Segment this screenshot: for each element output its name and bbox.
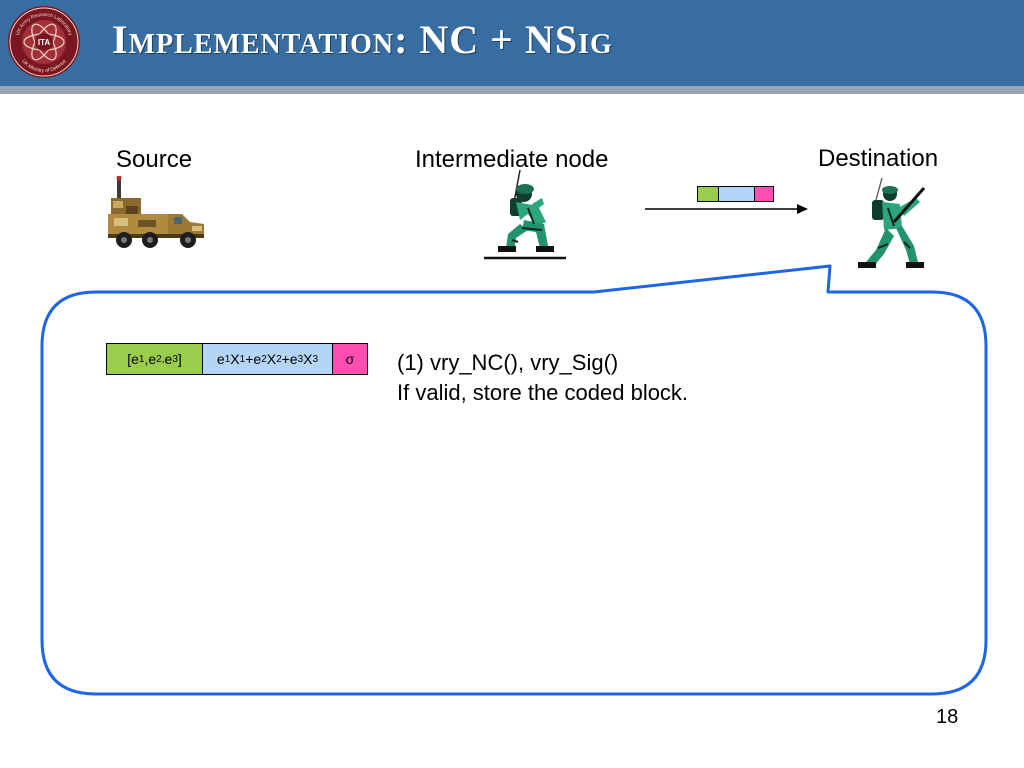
payload-e3: +e xyxy=(281,351,298,367)
arrow-right-icon xyxy=(645,204,808,214)
coeff-suffix: ] xyxy=(177,351,182,367)
source-label: Source xyxy=(116,146,193,173)
payload-sub-e2: 2 xyxy=(261,353,267,365)
payload-sub-e3: 3 xyxy=(297,353,304,365)
payload-sub-x2: 2 xyxy=(276,353,282,365)
payload-sub-x1: 1 xyxy=(239,353,246,365)
title-bar-shadow xyxy=(0,86,1024,94)
packet-payload-segment xyxy=(719,187,755,201)
ita-logo-icon: UK Army Research Laboratory UK Ministry … xyxy=(8,6,80,78)
coeff-sep-1: ,e xyxy=(144,351,157,367)
page-number: 18 xyxy=(936,706,959,728)
payload-x2: X xyxy=(266,351,277,367)
payload-x3: X xyxy=(303,351,313,367)
military-truck-icon xyxy=(108,176,204,248)
slide-title: Implementation: NC + NSig xyxy=(112,17,613,62)
payload-e2: +e xyxy=(245,351,262,367)
payload-x1: X xyxy=(230,351,240,367)
kneeling-soldier-icon xyxy=(484,169,566,260)
coeff-sep-2: e xyxy=(164,351,173,367)
coeff-prefix: [e xyxy=(127,351,139,367)
svg-text:ITA: ITA xyxy=(38,38,51,47)
payload-sub-e1: 1 xyxy=(224,353,231,365)
verify-step-text: (1) vry_NC(), vry_Sig() xyxy=(397,350,619,375)
store-block-text: If valid, store the coded block. xyxy=(397,380,689,405)
coeff-sub-3: 3 xyxy=(172,353,178,365)
packet-signature-segment xyxy=(755,187,773,201)
packet-coefficients-segment xyxy=(698,187,719,201)
coeff-sub-1: 1 xyxy=(138,353,145,365)
payload-sub-x3: 3 xyxy=(312,353,319,365)
title-bar xyxy=(0,0,1024,86)
coded-packet-icon xyxy=(697,186,774,202)
destination-label: Destination xyxy=(818,145,939,172)
intermediate-node-label: Intermediate node xyxy=(415,146,609,173)
payload-e1: e xyxy=(216,351,225,367)
coeff-sub-2: 2, xyxy=(156,353,165,365)
walking-soldier-icon xyxy=(858,178,926,268)
signature-field: σ xyxy=(333,344,367,374)
